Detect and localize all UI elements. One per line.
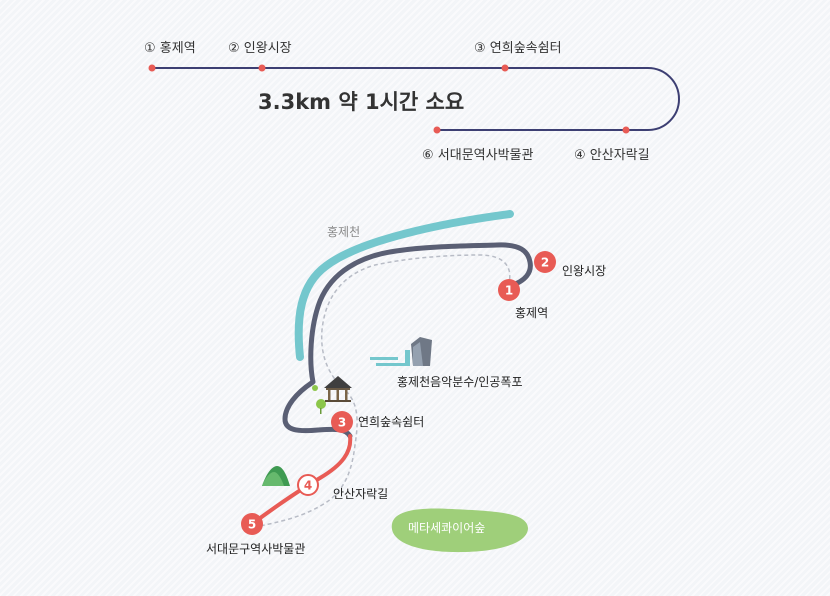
route-schematic: ① 홍제역 ② 인왕시장 ③ 연희숲속쉼터 ④ 안산자락길 ⑥ 서대문역사박물관… [144, 41, 680, 163]
marker-1: 1 [498, 279, 520, 301]
schematic-stop-dot-1 [148, 64, 156, 72]
schematic-stop-label-4: ④ 안산자락길 [574, 148, 650, 163]
schematic-stop-dot-3 [501, 64, 509, 72]
hongjecheon-river [294, 210, 514, 361]
marker-1-label: 홍제역 [515, 306, 548, 320]
schematic-route-line [152, 67, 680, 131]
marker-5-number: 5 [248, 518, 256, 532]
pavilion-icon [312, 376, 352, 414]
marker-5-label: 서대문구역사박물관 [206, 542, 305, 556]
schematic-stop-dot-6 [433, 126, 441, 134]
marker-3: 3 [331, 411, 353, 433]
marker-4-number: 4 [304, 479, 312, 493]
music-fountain-label: 홍제천음악분수/인공폭포 [397, 374, 522, 389]
schematic-stop-label-2: ② 인왕시장 [228, 41, 292, 56]
marker-4: 4 [297, 474, 319, 496]
route-summary: 3.3km 약 1시간 소요 [258, 90, 464, 114]
map-area: 메타세콰이어숲 홍제천 홍제천음악분 [206, 210, 606, 556]
highlighted-route [250, 434, 353, 526]
marker-2: 2 [534, 251, 556, 273]
schematic-stop-dot-2 [258, 64, 266, 72]
mountain-icon [262, 466, 290, 486]
marker-3-number: 3 [338, 416, 346, 430]
hongjecheon-river-label: 홍제천 [327, 224, 360, 239]
marker-5: 5 [241, 513, 263, 535]
schematic-stop-label-3: ③ 연희숲속쉼터 [474, 41, 562, 56]
marker-2-number: 2 [541, 256, 549, 270]
schematic-stop-label-1: ① 홍제역 [144, 41, 196, 56]
waterfall-icon [370, 337, 432, 366]
marker-2-label: 인왕시장 [562, 264, 606, 278]
schematic-stop-label-6: ⑥ 서대문역사박물관 [422, 148, 534, 163]
marker-1-number: 1 [505, 284, 513, 298]
marker-4-label: 안산자락길 [333, 487, 388, 501]
marker-3-label: 연희숲속쉼터 [358, 415, 424, 429]
schematic-stop-dot-4 [622, 126, 630, 134]
metasequoia-forest-label: 메타세콰이어숲 [408, 521, 485, 535]
main-route [282, 242, 533, 439]
alternate-dashed-route [259, 254, 511, 527]
metasequoia-forest-area [391, 508, 528, 553]
